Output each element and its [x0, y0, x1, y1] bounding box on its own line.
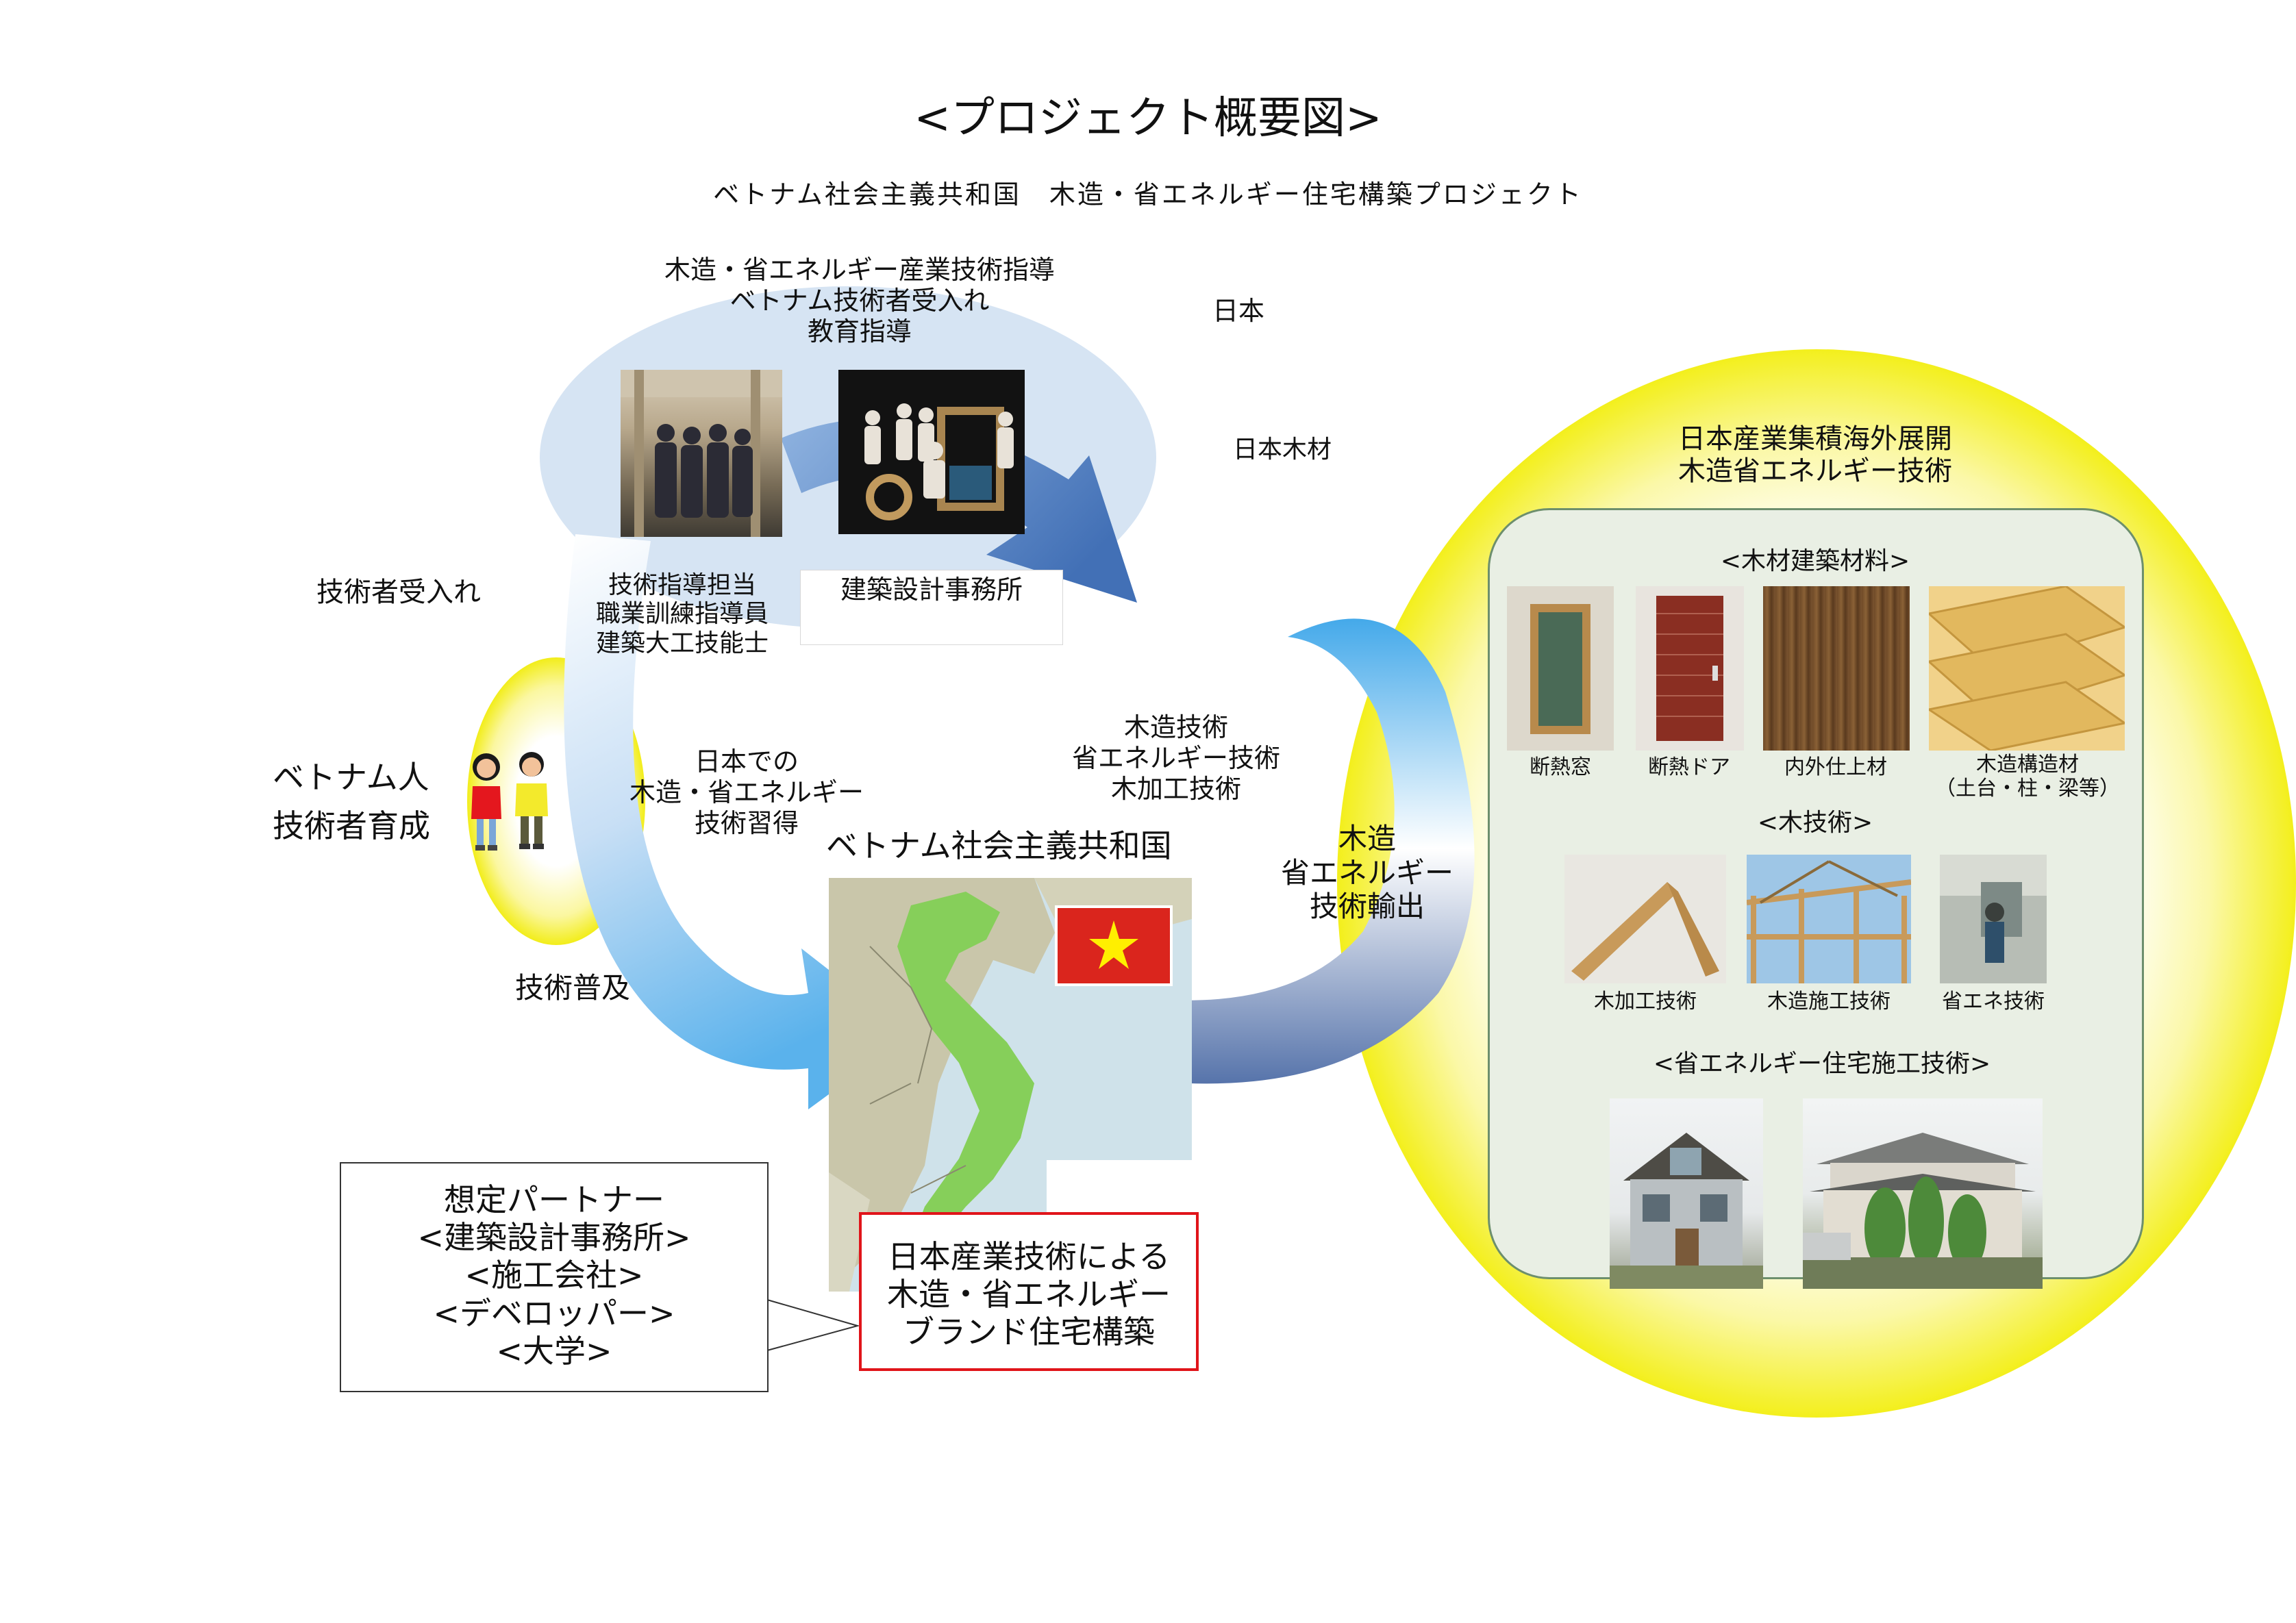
spread-label: 技術普及 — [515, 971, 631, 1005]
brand-line-1: 日本産業技術による — [887, 1238, 1171, 1275]
partner-line-3: <施工会社> — [464, 1257, 644, 1294]
mat-caption-window: 断熱窓 — [1530, 755, 1591, 779]
learning-label: 日本での 木造・省エネルギー 技術習得 — [610, 746, 884, 838]
insulated-door-photo — [1636, 586, 1744, 751]
export-line-1: 木造 — [1338, 822, 1396, 855]
energy-saving-photo — [1940, 855, 2047, 983]
partner-box: 想定パートナー <建築設計事務所> <施工会社> <デベロッパー> <大学> — [340, 1162, 769, 1392]
vietnam-label: ベトナム社会主義共和国 — [826, 827, 1172, 864]
mat-caption-finish: 内外仕上材 — [1784, 755, 1887, 779]
staff-caption-line-3: 建築大工技能士 — [595, 629, 769, 657]
mat-caption-lumber-line-2: （土台・柱・梁等） — [1935, 776, 2120, 801]
mat-caption-door: 断熱ドア — [1648, 755, 1730, 779]
right-heading: 日本産業集積海外展開 木造省エネルギー技術 — [1610, 423, 2021, 488]
learning-line-3: 技術習得 — [694, 807, 799, 838]
finish-material-photo — [1763, 586, 1910, 751]
design-office-photo — [838, 370, 1025, 534]
wood-caption-energy: 省エネ技術 — [1942, 990, 2045, 1014]
right-heading-line-2: 木造省エネルギー技術 — [1678, 455, 1952, 488]
technicians-photo — [621, 370, 782, 537]
staff-caption-line-2: 職業訓練指導員 — [595, 600, 769, 629]
technologies-label: 木造技術 省エネルギー技術 木加工技術 — [1036, 712, 1317, 804]
partner-list: 想定パートナー <建築設計事務所> <施工会社> <デベロッパー> <大学> — [341, 1181, 767, 1370]
guidance-line-3: 教育指導 — [807, 316, 912, 347]
staff-caption-line-1: 技術指導担当 — [608, 571, 756, 599]
vietnamese-trainees-line-1: ベトナム人 — [273, 759, 429, 796]
wood-processing-photo — [1564, 855, 1726, 983]
export-label: 木造 省エネルギー 技術輸出 — [1251, 822, 1484, 924]
japan-wood-label: 日本木材 — [1233, 436, 1332, 464]
brand-housing-box: 日本産業技術による 木造・省エネルギー ブランド住宅構築 — [859, 1212, 1199, 1371]
export-line-2: 省エネルギー — [1280, 855, 1453, 890]
wood-caption-processing: 木加工技術 — [1594, 990, 1697, 1014]
section-wood-tech: <木技術> — [1757, 809, 1873, 837]
acceptance-label: 技術者受入れ — [316, 577, 481, 608]
partner-line-5: <大学> — [496, 1332, 612, 1370]
technologies-line-1: 木造技術 — [1123, 712, 1228, 742]
brand-text: 日本産業技術による 木造・省エネルギー ブランド住宅構築 — [862, 1238, 1196, 1352]
insulated-window-photo — [1507, 586, 1614, 751]
learning-line-2: 木造・省エネルギー — [629, 777, 864, 807]
learning-line-1: 日本での — [694, 746, 799, 777]
house-photo-2 — [1803, 1098, 2043, 1289]
right-heading-line-1: 日本産業集積海外展開 — [1678, 423, 1952, 455]
brand-line-3: ブランド住宅構築 — [903, 1313, 1155, 1351]
partner-line-2: <建築設計事務所> — [417, 1219, 691, 1257]
wood-construction-photo — [1747, 855, 1911, 983]
mat-caption-lumber-line-1: 木造構造材 — [1976, 753, 2079, 777]
structural-lumber-photo — [1929, 586, 2125, 751]
export-line-3: 技術輸出 — [1309, 890, 1425, 924]
partner-line-4: <デベロッパー> — [433, 1294, 675, 1332]
vietnamese-people-icon — [471, 752, 548, 851]
wood-caption-construction: 木造施工技術 — [1767, 990, 1891, 1014]
guidance-label: 木造・省エネルギー産業技術指導 ベトナム技術者受入れ 教育指導 — [606, 255, 1113, 347]
section-materials: <木材建築材料> — [1720, 547, 1910, 575]
technologies-line-3: 木加工技術 — [1110, 773, 1241, 804]
arrow-left-curve — [564, 534, 911, 1109]
staff-caption: 技術指導担当 職業訓練指導員 建築大工技能士 — [566, 571, 799, 658]
brand-line-2: 木造・省エネルギー — [887, 1276, 1171, 1313]
vietnamese-trainees-line-2: 技術者育成 — [273, 807, 430, 845]
vietnamese-trainees-label: ベトナム人 技術者育成 — [273, 753, 430, 851]
section-housing: <省エネルギー住宅施工技術> — [1653, 1050, 1991, 1078]
office-caption: 建築設計事務所 — [800, 570, 1063, 645]
mat-caption-lumber: 木造構造材 （土台・柱・梁等） — [1925, 753, 2130, 801]
partner-line-1: 想定パートナー — [444, 1181, 664, 1218]
house-photo-1 — [1610, 1098, 1763, 1289]
guidance-line-2: ベトナム技術者受入れ — [729, 285, 990, 316]
guidance-line-1: 木造・省エネルギー産業技術指導 — [664, 255, 1055, 285]
technologies-line-2: 省エネルギー技術 — [1071, 742, 1280, 773]
partner-callout-tail — [766, 1299, 860, 1351]
japan-label: 日本 — [1212, 296, 1265, 326]
vietnam-flag-icon — [1055, 905, 1173, 986]
page-subtitle: ベトナム社会主義共和国 木造・省エネルギー住宅構築プロジェクト — [713, 179, 1583, 210]
page-title: <プロジェクト概要図> — [914, 93, 1382, 144]
